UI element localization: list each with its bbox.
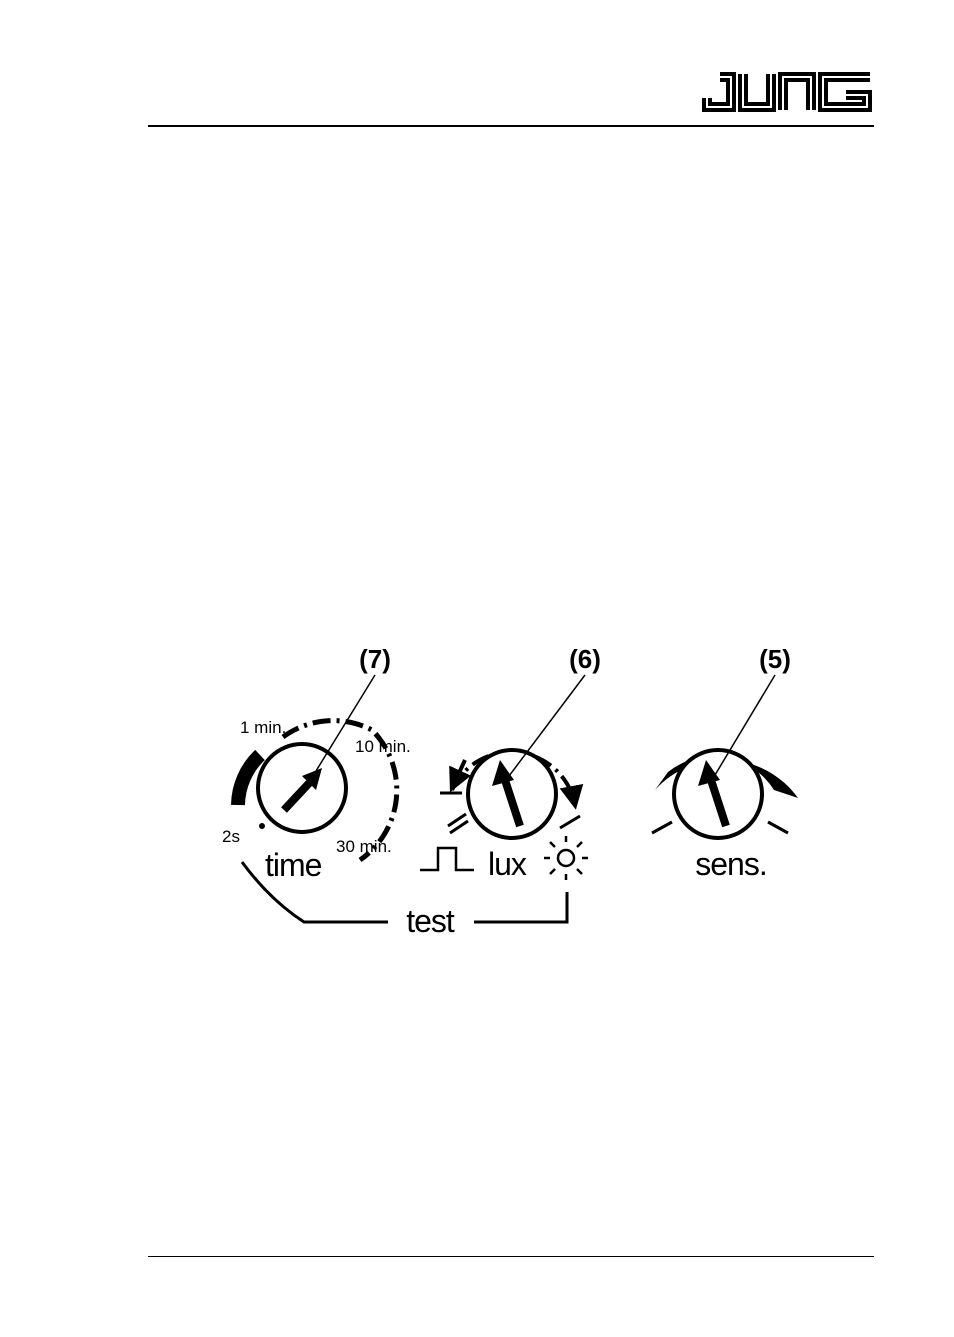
lux-stripe-2 [449, 819, 469, 835]
time-dial: 1 min. 10 min. 2s 30 min. time [222, 674, 411, 883]
sens-dial: sens. [651, 674, 798, 882]
time-pointer [281, 777, 315, 813]
time-pointer-head [302, 768, 322, 790]
callout-5: (5) [759, 644, 791, 674]
brand-logo-graphic [702, 72, 872, 112]
lux-stripe-1 [447, 812, 467, 828]
time-mark-30min: 30 min. [336, 837, 392, 856]
time-scale-bold-segment [231, 749, 265, 806]
sens-tick-left [651, 820, 673, 835]
callout-7: (7) [359, 644, 391, 674]
lux-pointer-head [492, 760, 514, 786]
callout-7-leader [307, 674, 376, 785]
callout-6-leader [505, 674, 586, 781]
header-rule [148, 125, 874, 127]
time-mark-1min: 1 min. [240, 718, 286, 737]
time-mark-2s: 2s [222, 827, 240, 846]
lux-label: lux [488, 846, 527, 882]
time-scale-dot [259, 823, 265, 829]
footer-rule [148, 1256, 874, 1257]
test-bracket-left [240, 861, 388, 924]
test-label: test [406, 903, 455, 939]
dial-diagram: (7) (6) (5) 1 min. 10 min. 2s 30 min. ti… [222, 644, 798, 939]
sens-wedge [655, 756, 798, 798]
brand-logo: JUNG [700, 70, 874, 114]
lux-dial: lux [420, 674, 588, 882]
callout-6: (6) [569, 644, 601, 674]
time-mark-10min: 10 min. [355, 737, 411, 756]
test-bracket: test [240, 861, 569, 939]
lux-pointer [501, 778, 524, 828]
time-scale-arc [281, 718, 400, 863]
sens-tick-right [767, 820, 789, 835]
time-label: time [265, 847, 322, 883]
dial-figure: (7) (6) (5) 1 min. 10 min. 2s 30 min. ti… [200, 630, 820, 950]
sun-tick [559, 814, 581, 830]
sens-label: sens. [695, 846, 766, 882]
pulse-icon [420, 846, 474, 872]
sens-pointer-head [698, 760, 720, 786]
test-bracket-right [474, 892, 569, 924]
sens-pointer [707, 778, 730, 828]
moon-icon [421, 780, 432, 802]
sun-icon [544, 836, 588, 880]
lux-left-arrow [449, 759, 471, 793]
callout-5-leader [711, 674, 776, 781]
